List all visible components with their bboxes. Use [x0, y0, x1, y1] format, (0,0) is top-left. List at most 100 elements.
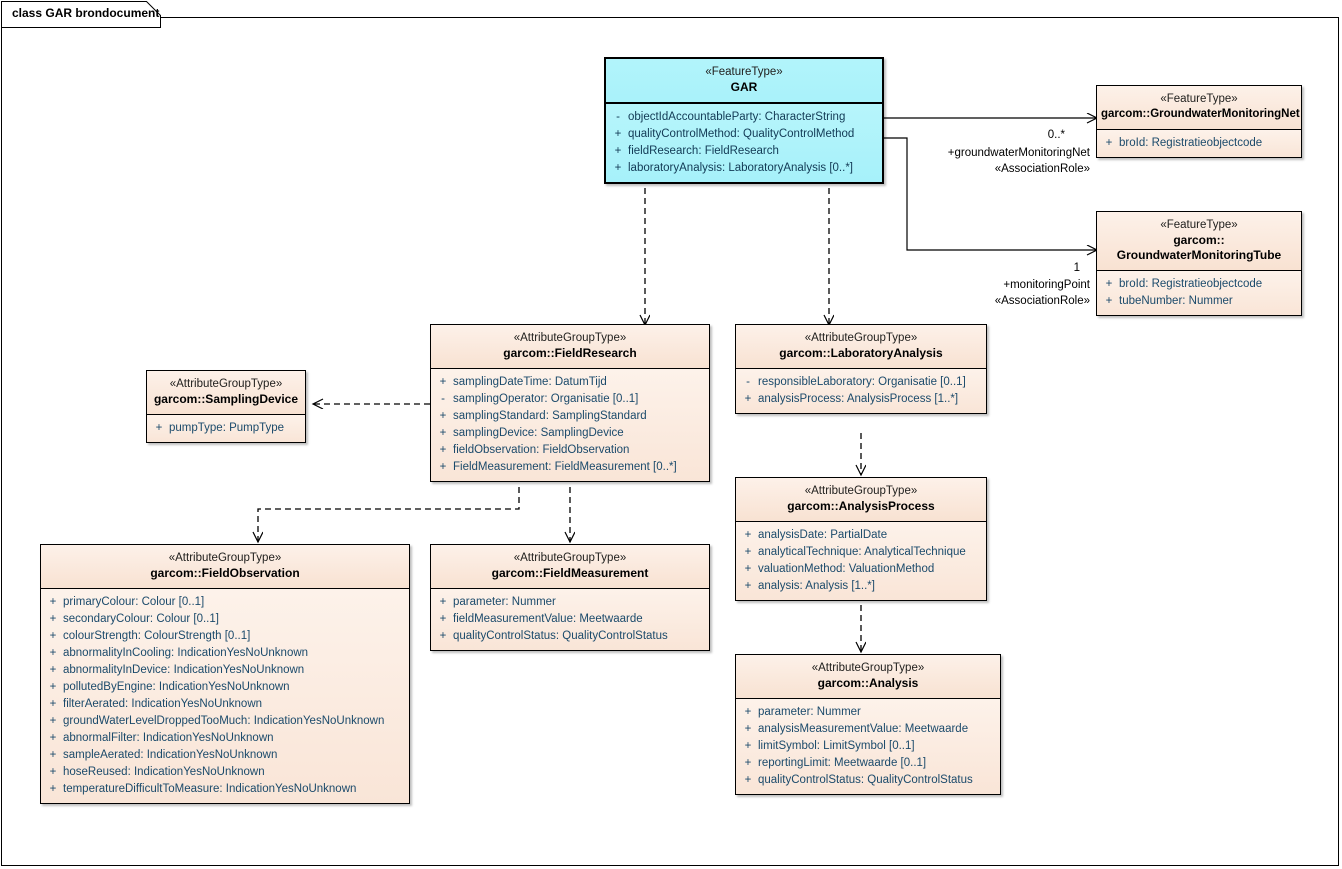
- class-fieldresearch[interactable]: «AttributeGroupType» garcom::FieldResear…: [430, 324, 710, 482]
- visibility: +: [614, 162, 622, 174]
- signature: sampleAerated: IndicationYesNoUnknown: [63, 749, 278, 761]
- class-analysis-name: garcom::Analysis: [817, 676, 919, 690]
- signature: temperatureDifficultToMeasure: Indicatio…: [63, 783, 357, 795]
- attribute-row: + qualityControlStatus: QualityControlSt…: [738, 772, 998, 789]
- stereotype-gar-gwmtube: «AssociationRole»: [994, 295, 1090, 307]
- signature: limitSymbol: LimitSymbol [0..1]: [758, 740, 915, 752]
- class-analysisprocess[interactable]: «AttributeGroupType» garcom::AnalysisPro…: [735, 477, 987, 601]
- signature: pumpType: PumpType: [169, 422, 285, 434]
- role-gar-gwmtube: +monitoringPoint: [1003, 279, 1090, 291]
- class-samplingdevice-attributes: + pumpType: PumpType: [147, 415, 305, 442]
- signature: qualityControlStatus: QualityControlStat…: [453, 630, 668, 642]
- attribute-row: + analysisMeasurementValue: Meetwaarde: [738, 721, 998, 738]
- class-laboratoryanalysis-header: «AttributeGroupType» garcom::LaboratoryA…: [736, 325, 986, 369]
- class-gar[interactable]: «FeatureType» GAR - objectIdAccountableP…: [604, 57, 884, 184]
- visibility: +: [49, 630, 57, 642]
- class-groundwatermonitoringnet-header: «FeatureType» garcom::GroundwaterMonitor…: [1097, 86, 1301, 130]
- diagram-title-tab: class GAR brondocument: [1, 1, 161, 28]
- class-groundwatermonitoringtube-name-line1: garcom::: [1173, 233, 1225, 247]
- attribute-row: + laboratoryAnalysis: LaboratoryAnalysis…: [608, 160, 880, 177]
- class-laboratoryanalysis[interactable]: «AttributeGroupType» garcom::LaboratoryA…: [735, 324, 987, 414]
- attribute-row: + qualityControlStatus: QualityControlSt…: [433, 628, 707, 645]
- class-gar-stereotype: «FeatureType»: [705, 66, 783, 78]
- role-gar-gwmnet: +groundwaterMonitoringNet: [947, 147, 1090, 159]
- signature: colourStrength: ColourStrength [0..1]: [63, 630, 251, 642]
- visibility: -: [616, 111, 620, 123]
- class-groundwatermonitoringnet-name: garcom::GroundwaterMonitoringNet: [1101, 108, 1300, 120]
- signature: objectIdAccountableParty: CharacterStrin…: [628, 111, 846, 123]
- class-samplingdevice-stereotype: «AttributeGroupType»: [169, 378, 283, 390]
- class-analysisprocess-header: «AttributeGroupType» garcom::AnalysisPro…: [736, 478, 986, 522]
- visibility: +: [49, 698, 57, 710]
- visibility: +: [155, 422, 163, 434]
- class-fieldresearch-attributes: + samplingDateTime: DatumTijd - sampling…: [431, 369, 709, 481]
- visibility: +: [439, 596, 447, 608]
- diagram-frame: [1, 17, 1339, 866]
- visibility: +: [439, 630, 447, 642]
- class-fieldmeasurement-attributes: + parameter: Nummer + fieldMeasurementVa…: [431, 589, 709, 650]
- attribute-row: - responsibleLaboratory: Organisatie [0.…: [738, 374, 984, 391]
- class-gar-name: GAR: [730, 80, 758, 94]
- class-analysis[interactable]: «AttributeGroupType» garcom::Analysis + …: [735, 654, 1001, 795]
- class-laboratoryanalysis-name: garcom::LaboratoryAnalysis: [779, 346, 943, 360]
- attribute-row: + tubeNumber: Nummer: [1099, 293, 1299, 310]
- visibility: +: [49, 681, 57, 693]
- class-fieldmeasurement-stereotype: «AttributeGroupType»: [513, 552, 627, 564]
- class-fieldmeasurement-header: «AttributeGroupType» garcom::FieldMeasur…: [431, 545, 709, 589]
- visibility: +: [439, 461, 447, 473]
- visibility: +: [439, 444, 447, 456]
- signature: reportingLimit: Meetwaarde [0..1]: [758, 757, 927, 769]
- visibility: +: [744, 546, 752, 558]
- signature: filterAerated: IndicationYesNoUnknown: [63, 698, 263, 710]
- class-groundwatermonitoringnet[interactable]: «FeatureType» garcom::GroundwaterMonitor…: [1096, 85, 1302, 158]
- attribute-row: + abnormalityInDevice: IndicationYesNoUn…: [43, 662, 407, 679]
- class-samplingdevice-name: garcom::SamplingDevice: [153, 392, 299, 406]
- signature: analyticalTechnique: AnalyticalTechnique: [758, 546, 966, 558]
- class-fieldmeasurement[interactable]: «AttributeGroupType» garcom::FieldMeasur…: [430, 544, 710, 651]
- visibility: +: [744, 723, 752, 735]
- attribute-row: + FieldMeasurement: FieldMeasurement [0.…: [433, 459, 707, 476]
- visibility: +: [49, 749, 57, 761]
- signature: FieldMeasurement: FieldMeasurement [0..*…: [453, 461, 677, 473]
- class-groundwatermonitoringtube[interactable]: «FeatureType» garcom:: GroundwaterMonito…: [1096, 211, 1302, 316]
- attribute-row: + secondaryColour: Colour [0..1]: [43, 611, 407, 628]
- attribute-row: + parameter: Nummer: [738, 704, 998, 721]
- attribute-row: + qualityControlMethod: QualityControlMe…: [608, 126, 880, 143]
- class-gar-attributes: - objectIdAccountableParty: CharacterStr…: [606, 104, 882, 182]
- signature: broId: Registratieobjectcode: [1119, 278, 1263, 290]
- attribute-row: + samplingDateTime: DatumTijd: [433, 374, 707, 391]
- signature: responsibleLaboratory: Organisatie [0..1…: [758, 376, 966, 388]
- visibility: +: [49, 783, 57, 795]
- class-analysisprocess-attributes: + analysisDate: PartialDate + analytical…: [736, 522, 986, 600]
- attribute-row: - samplingOperator: Organisatie [0..1]: [433, 391, 707, 408]
- attribute-row: + sampleAerated: IndicationYesNoUnknown: [43, 747, 407, 764]
- signature: parameter: Nummer: [453, 596, 556, 608]
- visibility: -: [441, 393, 445, 405]
- attribute-row: + temperatureDifficultToMeasure: Indicat…: [43, 781, 407, 798]
- signature: secondaryColour: Colour [0..1]: [63, 613, 219, 625]
- signature: abnormalityInDevice: IndicationYesNoUnkn…: [63, 664, 305, 676]
- signature: broId: Registratieobjectcode: [1119, 137, 1263, 149]
- diagram-title: class GAR brondocument: [12, 6, 160, 20]
- attribute-row: + broId: Registratieobjectcode: [1099, 276, 1299, 293]
- class-fieldobservation[interactable]: «AttributeGroupType» garcom::FieldObserv…: [40, 544, 410, 804]
- attribute-row: + analysisProcess: AnalysisProcess [1..*…: [738, 391, 984, 408]
- attribute-row: + analyticalTechnique: AnalyticalTechniq…: [738, 544, 984, 561]
- class-groundwatermonitoringtube-name-line2: GroundwaterMonitoringTube: [1116, 248, 1282, 262]
- class-fieldobservation-attributes: + primaryColour: Colour [0..1] + seconda…: [41, 589, 409, 803]
- signature: abnormalFilter: IndicationYesNoUnknown: [63, 732, 274, 744]
- class-samplingdevice[interactable]: «AttributeGroupType» garcom::SamplingDev…: [146, 370, 306, 443]
- attribute-row: + primaryColour: Colour [0..1]: [43, 594, 407, 611]
- attribute-row: + pollutedByEngine: IndicationYesNoUnkno…: [43, 679, 407, 696]
- class-analysisprocess-name: garcom::AnalysisProcess: [787, 499, 935, 513]
- class-groundwatermonitoringtube-attributes: + broId: Registratieobjectcode + tubeNum…: [1097, 271, 1301, 315]
- signature: groundWaterLevelDroppedTooMuch: Indicati…: [63, 715, 385, 727]
- attribute-row: + abnormalityInCooling: IndicationYesNoU…: [43, 645, 407, 662]
- visibility: +: [49, 715, 57, 727]
- signature: fieldResearch: FieldResearch: [628, 145, 779, 157]
- attribute-row: + parameter: Nummer: [433, 594, 707, 611]
- attribute-row: + colourStrength: ColourStrength [0..1]: [43, 628, 407, 645]
- visibility: +: [49, 647, 57, 659]
- class-groundwatermonitoringnet-stereotype: «FeatureType»: [1160, 93, 1238, 105]
